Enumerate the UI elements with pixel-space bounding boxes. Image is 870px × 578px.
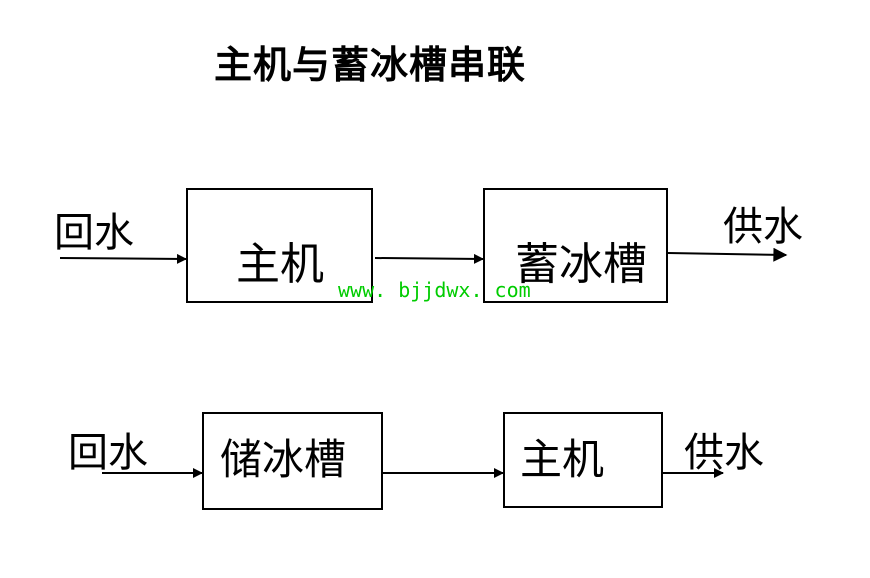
watermark-url: www. bjjdwx. com bbox=[338, 278, 531, 302]
diagram-title: 主机与蓄冰槽串联 bbox=[214, 42, 527, 87]
d2-supply-water-label: 供水 bbox=[684, 430, 764, 476]
d1-arrow-in bbox=[59, 253, 187, 264]
d2-chiller-label: 主机 bbox=[520, 435, 605, 484]
d1-supply-water-label: 供水 bbox=[723, 204, 803, 250]
d1-chiller-label: 主机 bbox=[236, 239, 324, 290]
d1-ice-tank-label: 蓄冰槽 bbox=[515, 239, 647, 290]
d2-return-water-label: 回水 bbox=[68, 430, 148, 476]
d1-chiller-box bbox=[186, 188, 373, 303]
d2-storage-tank-label: 储冰槽 bbox=[220, 435, 347, 484]
d1-arrow-mid bbox=[374, 253, 484, 264]
d2-storage-tank-box bbox=[202, 412, 383, 510]
d2-chiller-box bbox=[503, 412, 663, 508]
d1-return-water-label: 回水 bbox=[54, 210, 134, 256]
d1-arrow-out bbox=[667, 247, 788, 262]
d1-ice-tank-box bbox=[483, 188, 668, 303]
